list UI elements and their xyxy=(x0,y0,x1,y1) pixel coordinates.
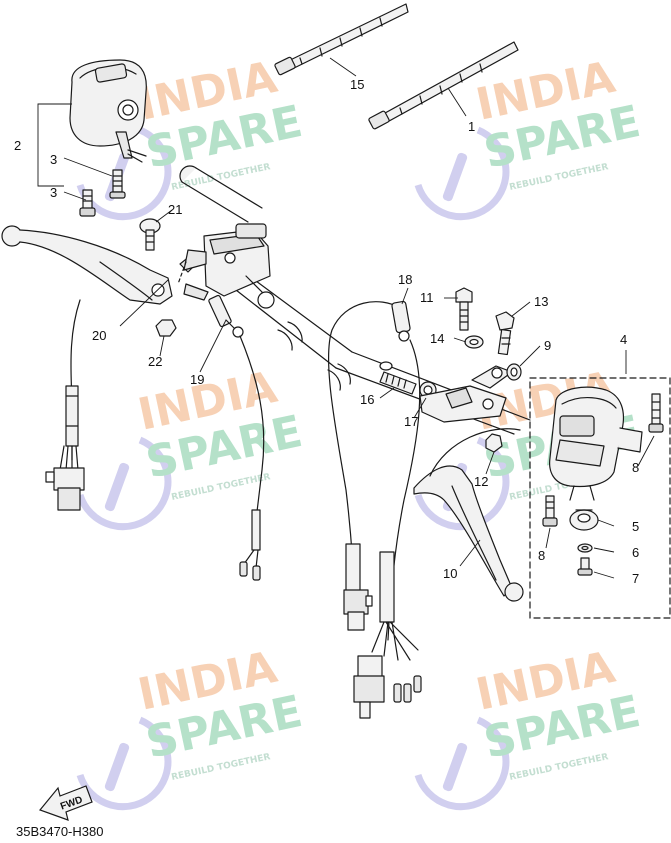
watermark-6: INDIA SPARE REBUILD TOGETHER xyxy=(414,642,645,811)
switch-18-part xyxy=(391,300,411,342)
callout-17: 17 xyxy=(404,414,418,429)
right-harness-connector-b xyxy=(353,551,422,719)
callout-12: 12 xyxy=(474,474,488,489)
left-connector-part xyxy=(45,445,85,511)
screw-21-part xyxy=(139,218,161,251)
callout-8a: 8 xyxy=(632,460,639,475)
washer-14-part xyxy=(464,335,484,349)
screw-8-right-part xyxy=(648,393,664,433)
callout-3a: 3 xyxy=(50,152,57,167)
callout-5: 5 xyxy=(632,519,639,534)
callout-15: 15 xyxy=(350,77,364,92)
collar-9-part xyxy=(506,363,522,381)
callout-13: 13 xyxy=(534,294,548,309)
brake-lever-part xyxy=(413,428,524,602)
left-wire-sleeve xyxy=(65,385,79,447)
callout-1: 1 xyxy=(468,119,475,134)
front-brake-switch-part xyxy=(208,294,244,338)
callout-14: 14 xyxy=(430,331,444,346)
cable-adjuster-16-part xyxy=(379,361,417,395)
leader-lines xyxy=(37,57,655,579)
watermark-wrench-icon xyxy=(76,716,172,811)
bolt-11-part xyxy=(455,287,473,331)
left-switch-part xyxy=(69,59,147,163)
watermark-wrench-icon xyxy=(76,436,172,531)
callout-7: 7 xyxy=(632,571,639,586)
cable-tie-1-part xyxy=(368,41,519,130)
fwd-arrow: FWD xyxy=(38,785,93,821)
screw-8-lower-part xyxy=(542,495,558,527)
brake-switch-wire xyxy=(239,335,265,521)
watermark-5: INDIA SPARE REBUILD TOGETHER xyxy=(76,642,307,811)
watermark-wrench-icon xyxy=(76,126,172,221)
callout-2: 2 xyxy=(14,138,21,153)
callout-10: 10 xyxy=(443,566,457,581)
master-cylinder-part xyxy=(177,223,275,309)
screw-3-lower-part xyxy=(79,189,96,217)
handlebar-grip-band xyxy=(327,363,351,391)
callout-16: 16 xyxy=(360,392,374,407)
nut-22-part xyxy=(155,319,177,337)
switch-5-part xyxy=(569,509,599,531)
bolt-13-part xyxy=(495,311,515,356)
callout-22: 22 xyxy=(148,354,162,369)
assembly-4-boundary xyxy=(529,377,671,619)
watermark-wrench-icon xyxy=(414,716,510,811)
watermark-wrench-icon xyxy=(414,436,510,531)
callout-18: 18 xyxy=(398,272,412,287)
callout-19: 19 xyxy=(190,372,204,387)
handlebar-grip-band xyxy=(277,321,303,351)
watermark-wrench-icon xyxy=(414,126,510,221)
callout-3b: 3 xyxy=(50,185,57,200)
callout-11: 11 xyxy=(420,290,434,305)
brake-switch-wire-ends xyxy=(239,509,261,581)
cable-tie-15-part xyxy=(274,3,409,76)
lever-holder-part xyxy=(419,365,513,423)
washer-6-part xyxy=(577,543,593,553)
screw-3-upper-part xyxy=(109,169,126,199)
callout-6: 6 xyxy=(632,545,639,560)
callout-4: 4 xyxy=(620,332,627,347)
right-switch-part xyxy=(549,386,643,501)
screw-7-part xyxy=(577,557,593,576)
nut-12-part xyxy=(485,433,503,453)
callout-labels: 1 2 3 3 4 5 6 7 8 8 9 10 11 12 13 14 15 … xyxy=(14,77,639,586)
right-harness-connector-a xyxy=(343,543,373,631)
callout-20: 20 xyxy=(92,328,106,343)
callout-9: 9 xyxy=(544,338,551,353)
clutch-lever-part xyxy=(1,225,199,305)
callout-8b: 8 xyxy=(538,548,545,563)
diagram-code: 35B3470-H380 xyxy=(16,824,104,839)
callout-21: 21 xyxy=(168,202,182,217)
